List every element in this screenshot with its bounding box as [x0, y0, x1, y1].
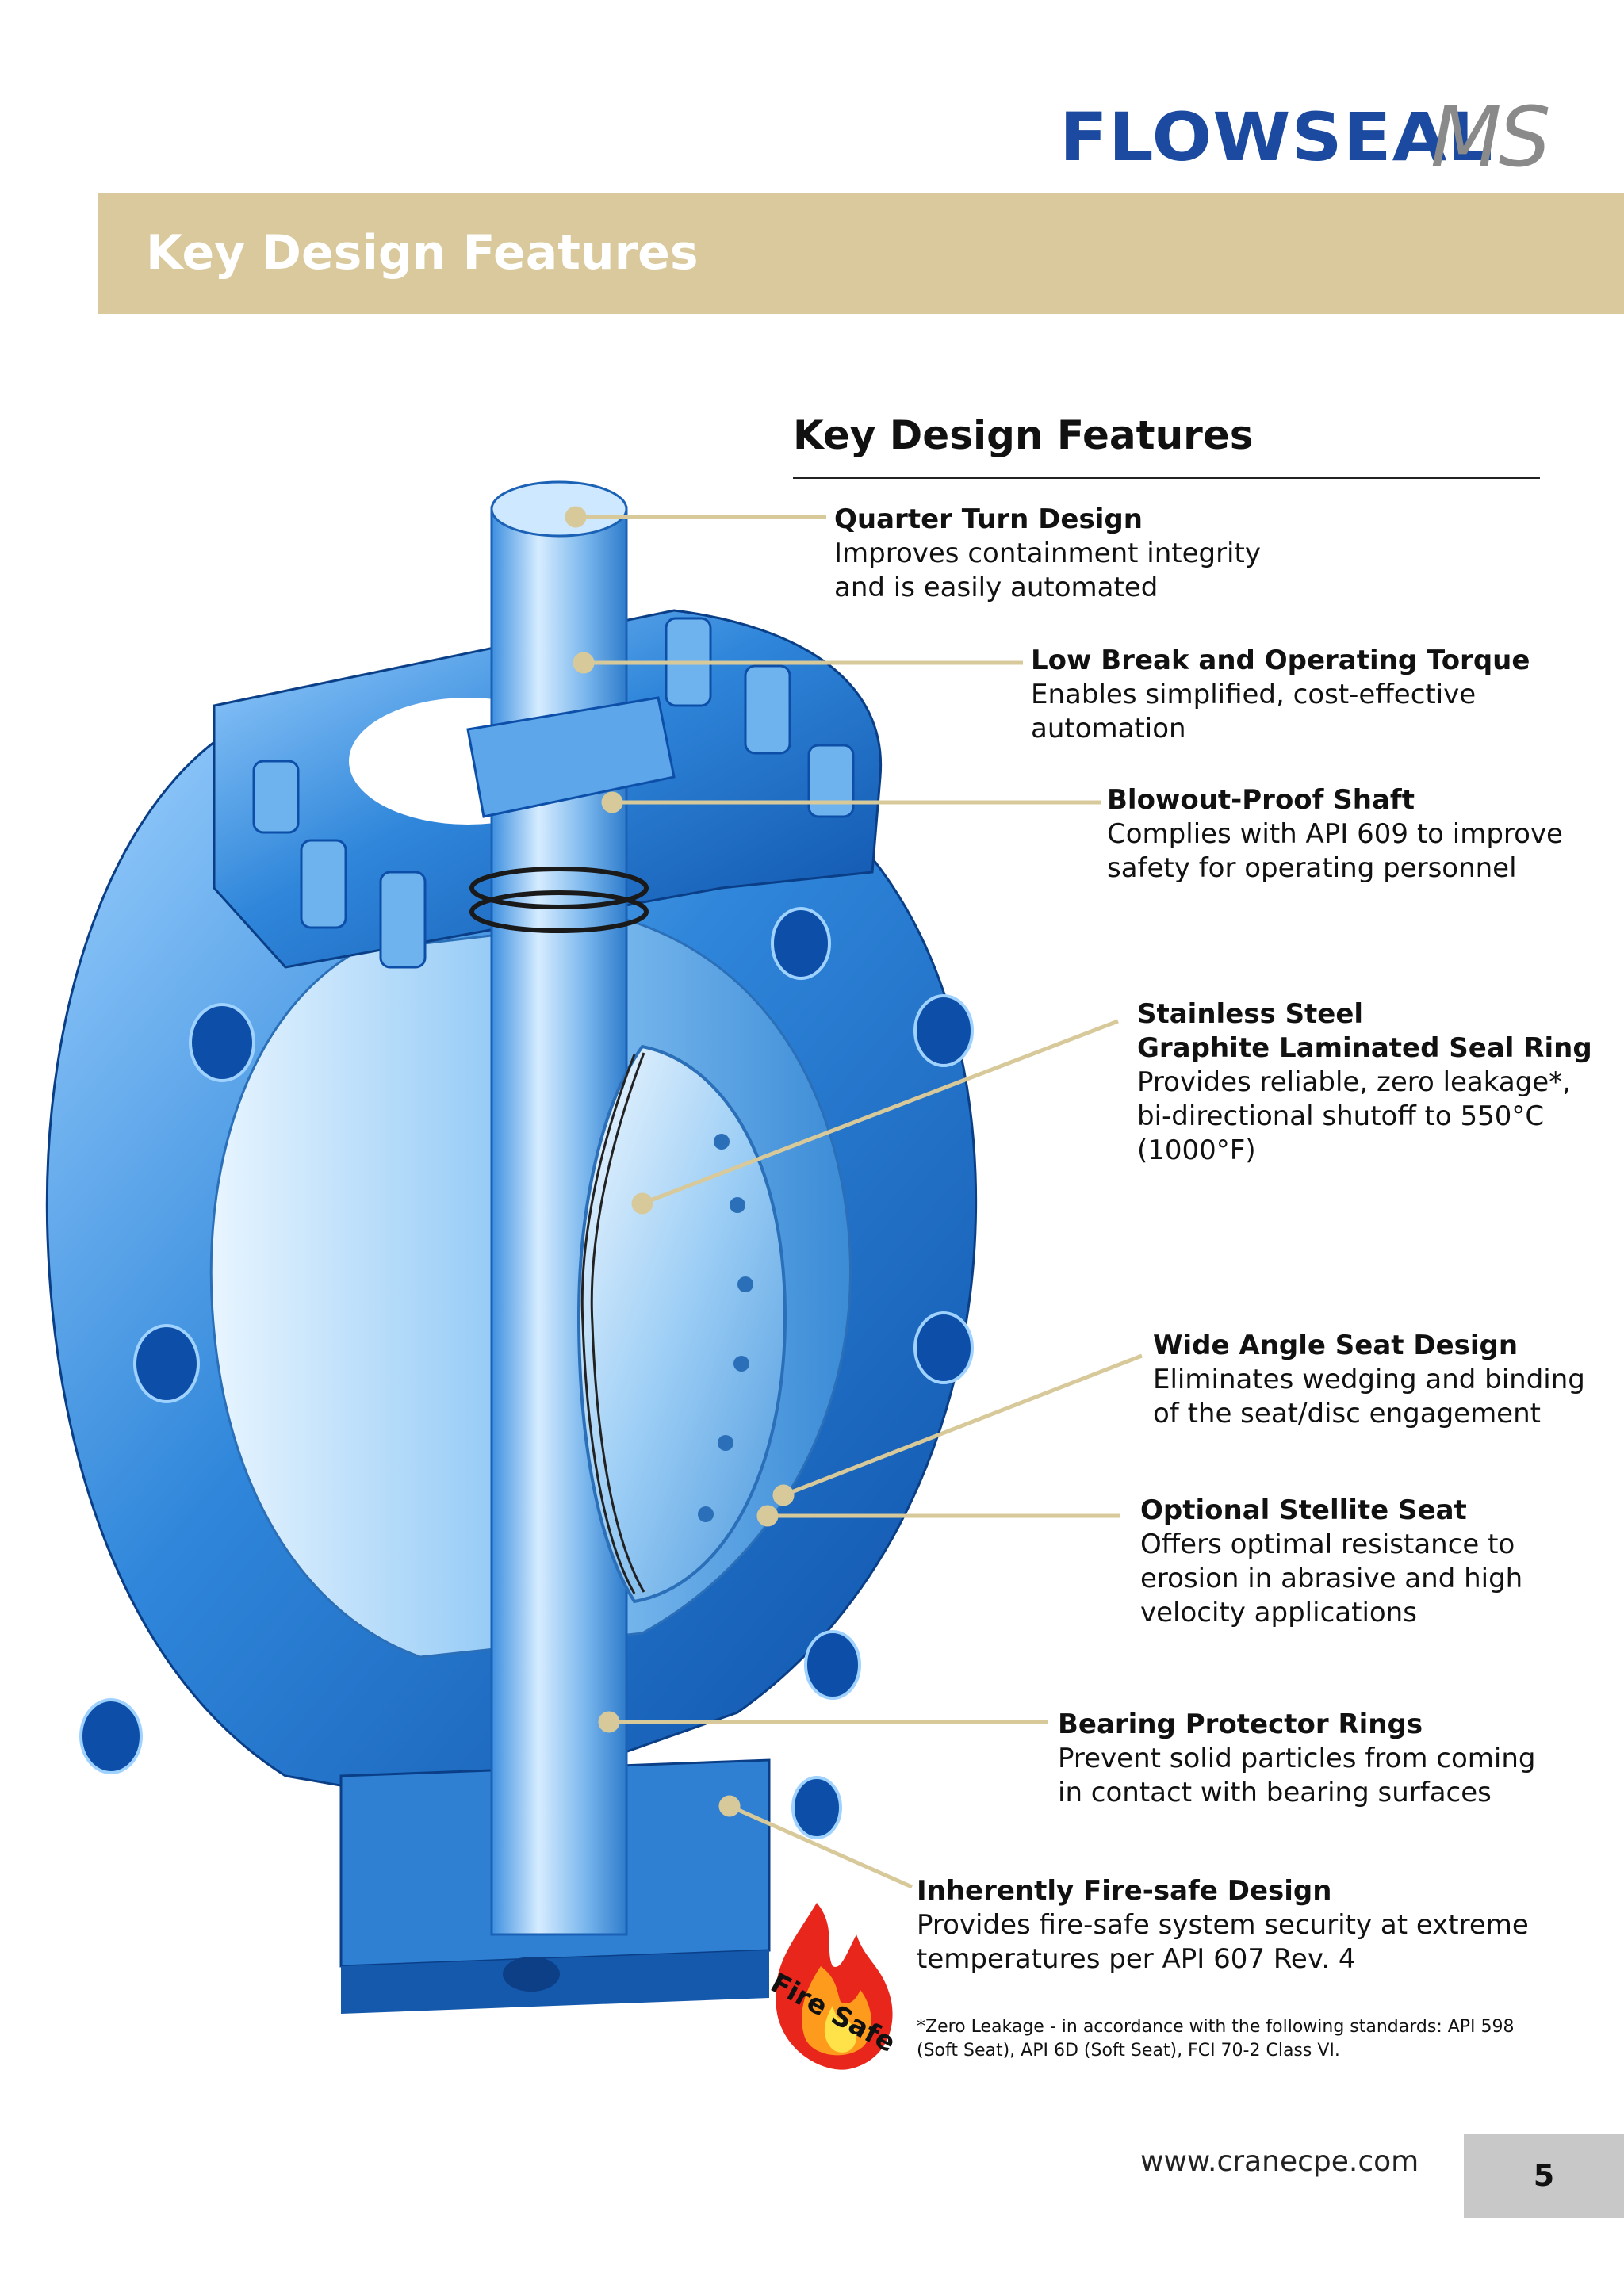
- feature-title: Low Break and Operating Torque: [1031, 645, 1530, 676]
- logo-wordmark: FLOWSEAL: [1059, 98, 1494, 176]
- feature-description: Offers optimal resistance to erosion in …: [1140, 1529, 1523, 1628]
- section-divider: [793, 477, 1540, 479]
- feature-title: Bearing Protector Rings: [1058, 1709, 1423, 1740]
- feature-stellite-seat: Optional Stellite Seat Offers optimal re…: [1140, 1494, 1522, 1630]
- feature-description: Improves containment integrity and is ea…: [834, 538, 1261, 603]
- feature-description: Eliminates wedging and binding of the se…: [1153, 1364, 1585, 1429]
- feature-bearing-protector: Bearing Protector Rings Prevent solid pa…: [1058, 1708, 1535, 1810]
- feature-title: Inherently Fire-safe Design: [917, 1875, 1332, 1907]
- section-title: Key Design Features: [793, 412, 1254, 458]
- fire-safe-flame-icon: Fire Safe: [765, 1903, 901, 2070]
- feature-description: Complies with API 609 to improve safety …: [1107, 818, 1563, 884]
- feature-quarter-turn: Quarter Turn Design Improves containment…: [834, 503, 1261, 605]
- feature-description: Provides fire-safe system security at ex…: [917, 1909, 1529, 1975]
- gland-follower: [466, 696, 676, 818]
- website-url[interactable]: www.cranecpe.com: [1140, 2145, 1419, 2178]
- feature-description: Provides reliable, zero leakage*, bi-dir…: [1137, 1066, 1572, 1166]
- zero-leakage-footnote: *Zero Leakage - in accordance with the f…: [917, 2017, 1515, 2061]
- feature-title: Quarter Turn Design: [834, 503, 1143, 535]
- feature-description: Enables simplified, cost-effective autom…: [1031, 679, 1477, 744]
- logo-suffix: MS: [1431, 89, 1551, 186]
- feature-blowout-proof-shaft: Blowout-Proof Shaft Complies with API 60…: [1107, 783, 1563, 886]
- header-banner: Key Design Features: [98, 193, 1624, 314]
- feature-description: Prevent solid particles from coming in c…: [1058, 1743, 1536, 1808]
- feature-title: Wide Angle Seat Design: [1153, 1330, 1519, 1361]
- feature-wide-angle-seat: Wide Angle Seat Design Eliminates wedgin…: [1153, 1329, 1585, 1431]
- page-number-box: 5: [1464, 2134, 1624, 2218]
- feature-title: Blowout-Proof Shaft: [1107, 784, 1415, 816]
- butterfly-valve-cutaway-illustration: [45, 480, 978, 2014]
- shaft-top: [490, 480, 628, 538]
- feature-title: Optional Stellite Seat: [1140, 1494, 1467, 1526]
- page-number: 5: [1533, 2158, 1555, 2193]
- feature-title: Stainless Steel Graphite Laminated Seal …: [1137, 998, 1592, 1064]
- packing-rings: [469, 867, 649, 933]
- feature-fire-safe: Inherently Fire-safe Design Provides fir…: [917, 1874, 1529, 1976]
- top-flange-bolts: [252, 617, 855, 969]
- banner-title: Key Design Features: [146, 225, 699, 281]
- seal-ring-laminations: [580, 1052, 645, 1594]
- feature-low-torque: Low Break and Operating Torque Enables s…: [1031, 644, 1530, 746]
- flowseal-ms-logo: FLOWSEAL MS: [1059, 89, 1551, 192]
- feature-seal-ring: Stainless Steel Graphite Laminated Seal …: [1137, 997, 1592, 1168]
- bottom-pad-hole: [503, 1957, 560, 1992]
